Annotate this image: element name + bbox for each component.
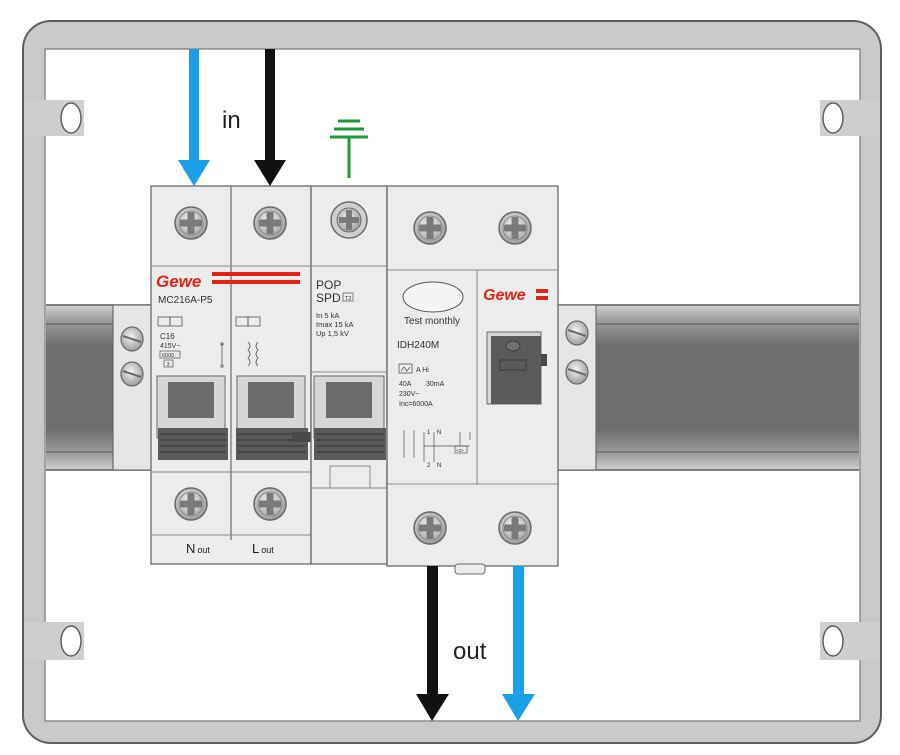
test-button[interactable] [402,281,464,313]
rcd-voltage: 230V~ [399,391,419,398]
spd-cartridge [314,428,386,460]
rcd-wiring-diagram [403,430,471,462]
spd-module: POP SPD T2 In 5 kA Imax 15 kA Up 1,5 kV [310,185,388,565]
mcb-toggle-handle[interactable] [158,428,228,460]
terminal-screw-icon [330,201,368,239]
rcd-diag-n1: N [437,430,441,436]
mcb-module: Gewe MC216A-P5 C16 415V~ 6000 3 [150,185,314,565]
terminal-screw-icon [253,206,287,240]
terminal-screw-icon [413,511,447,545]
in-label: in [222,107,241,134]
neutral-in-arrow [178,49,210,186]
mcb-cap-class: 3 [167,362,170,368]
terminal-screw-icon [565,320,589,346]
terminal-screw-icon [413,211,447,245]
rcd-diag-n2: N [437,463,441,469]
rcd-sensitivity: 30mA [426,381,445,388]
terminal-screw-icon [174,206,208,240]
end-clamp-left [112,304,154,471]
terminal-screw-icon [498,511,532,545]
rcd-diag-1: 1 [427,430,431,436]
rcd-type: A Hi [416,367,429,374]
terminal-screw-icon [565,359,589,385]
terminal-screw-icon [120,326,144,352]
spd-spec1: In 5 kA [316,311,339,320]
rcd-diag-2: 2 [427,463,431,469]
out-label: out [453,638,487,665]
rcd-inc: Inc=6000A [399,401,433,408]
spd-spec2: Imax 15 kA [316,320,354,329]
mounting-hole-icon [820,100,880,136]
mcb-cap-code: 6000 [162,353,174,359]
rcd-diag-box: <3> [456,448,464,453]
mounting-hole-icon [820,622,880,660]
mounting-hole-icon [24,100,84,136]
terminal-screw-icon [174,487,208,521]
spd-line1: POP [316,278,341,292]
rcd-module: Test monthly IDH240M A Hi 40A 30mA 230V~… [386,185,559,575]
terminal-screw-icon [253,487,287,521]
rcd-brand-logo: Gewe [483,287,526,304]
live-out-arrow [416,566,449,721]
rcd-model: IDH240M [397,340,439,351]
mcb-brand-logo: Gewe [156,272,201,291]
terminal-screw-icon [120,361,144,387]
mounting-hole-icon [24,622,84,660]
mcb-model: MC216A-P5 [158,295,213,306]
neutral-out-arrow [502,566,535,721]
terminal-screw-icon [498,211,532,245]
mcb-rating: C16 [160,332,175,341]
rcd-rating: 40A [399,381,412,388]
earth-symbol [330,119,368,178]
mcb-schematic [220,341,259,368]
spd-type-mark: T2 [345,296,351,302]
mcb-voltage: 415V~ [160,343,180,350]
spd-line2: SPD [316,291,341,305]
live-in-arrow [254,49,286,186]
end-clamp-right [555,304,597,471]
rcd-toggle-handle[interactable] [491,336,547,404]
test-monthly-label: Test monthly [404,316,460,327]
spd-spec3: Up 1,5 kV [316,329,349,338]
